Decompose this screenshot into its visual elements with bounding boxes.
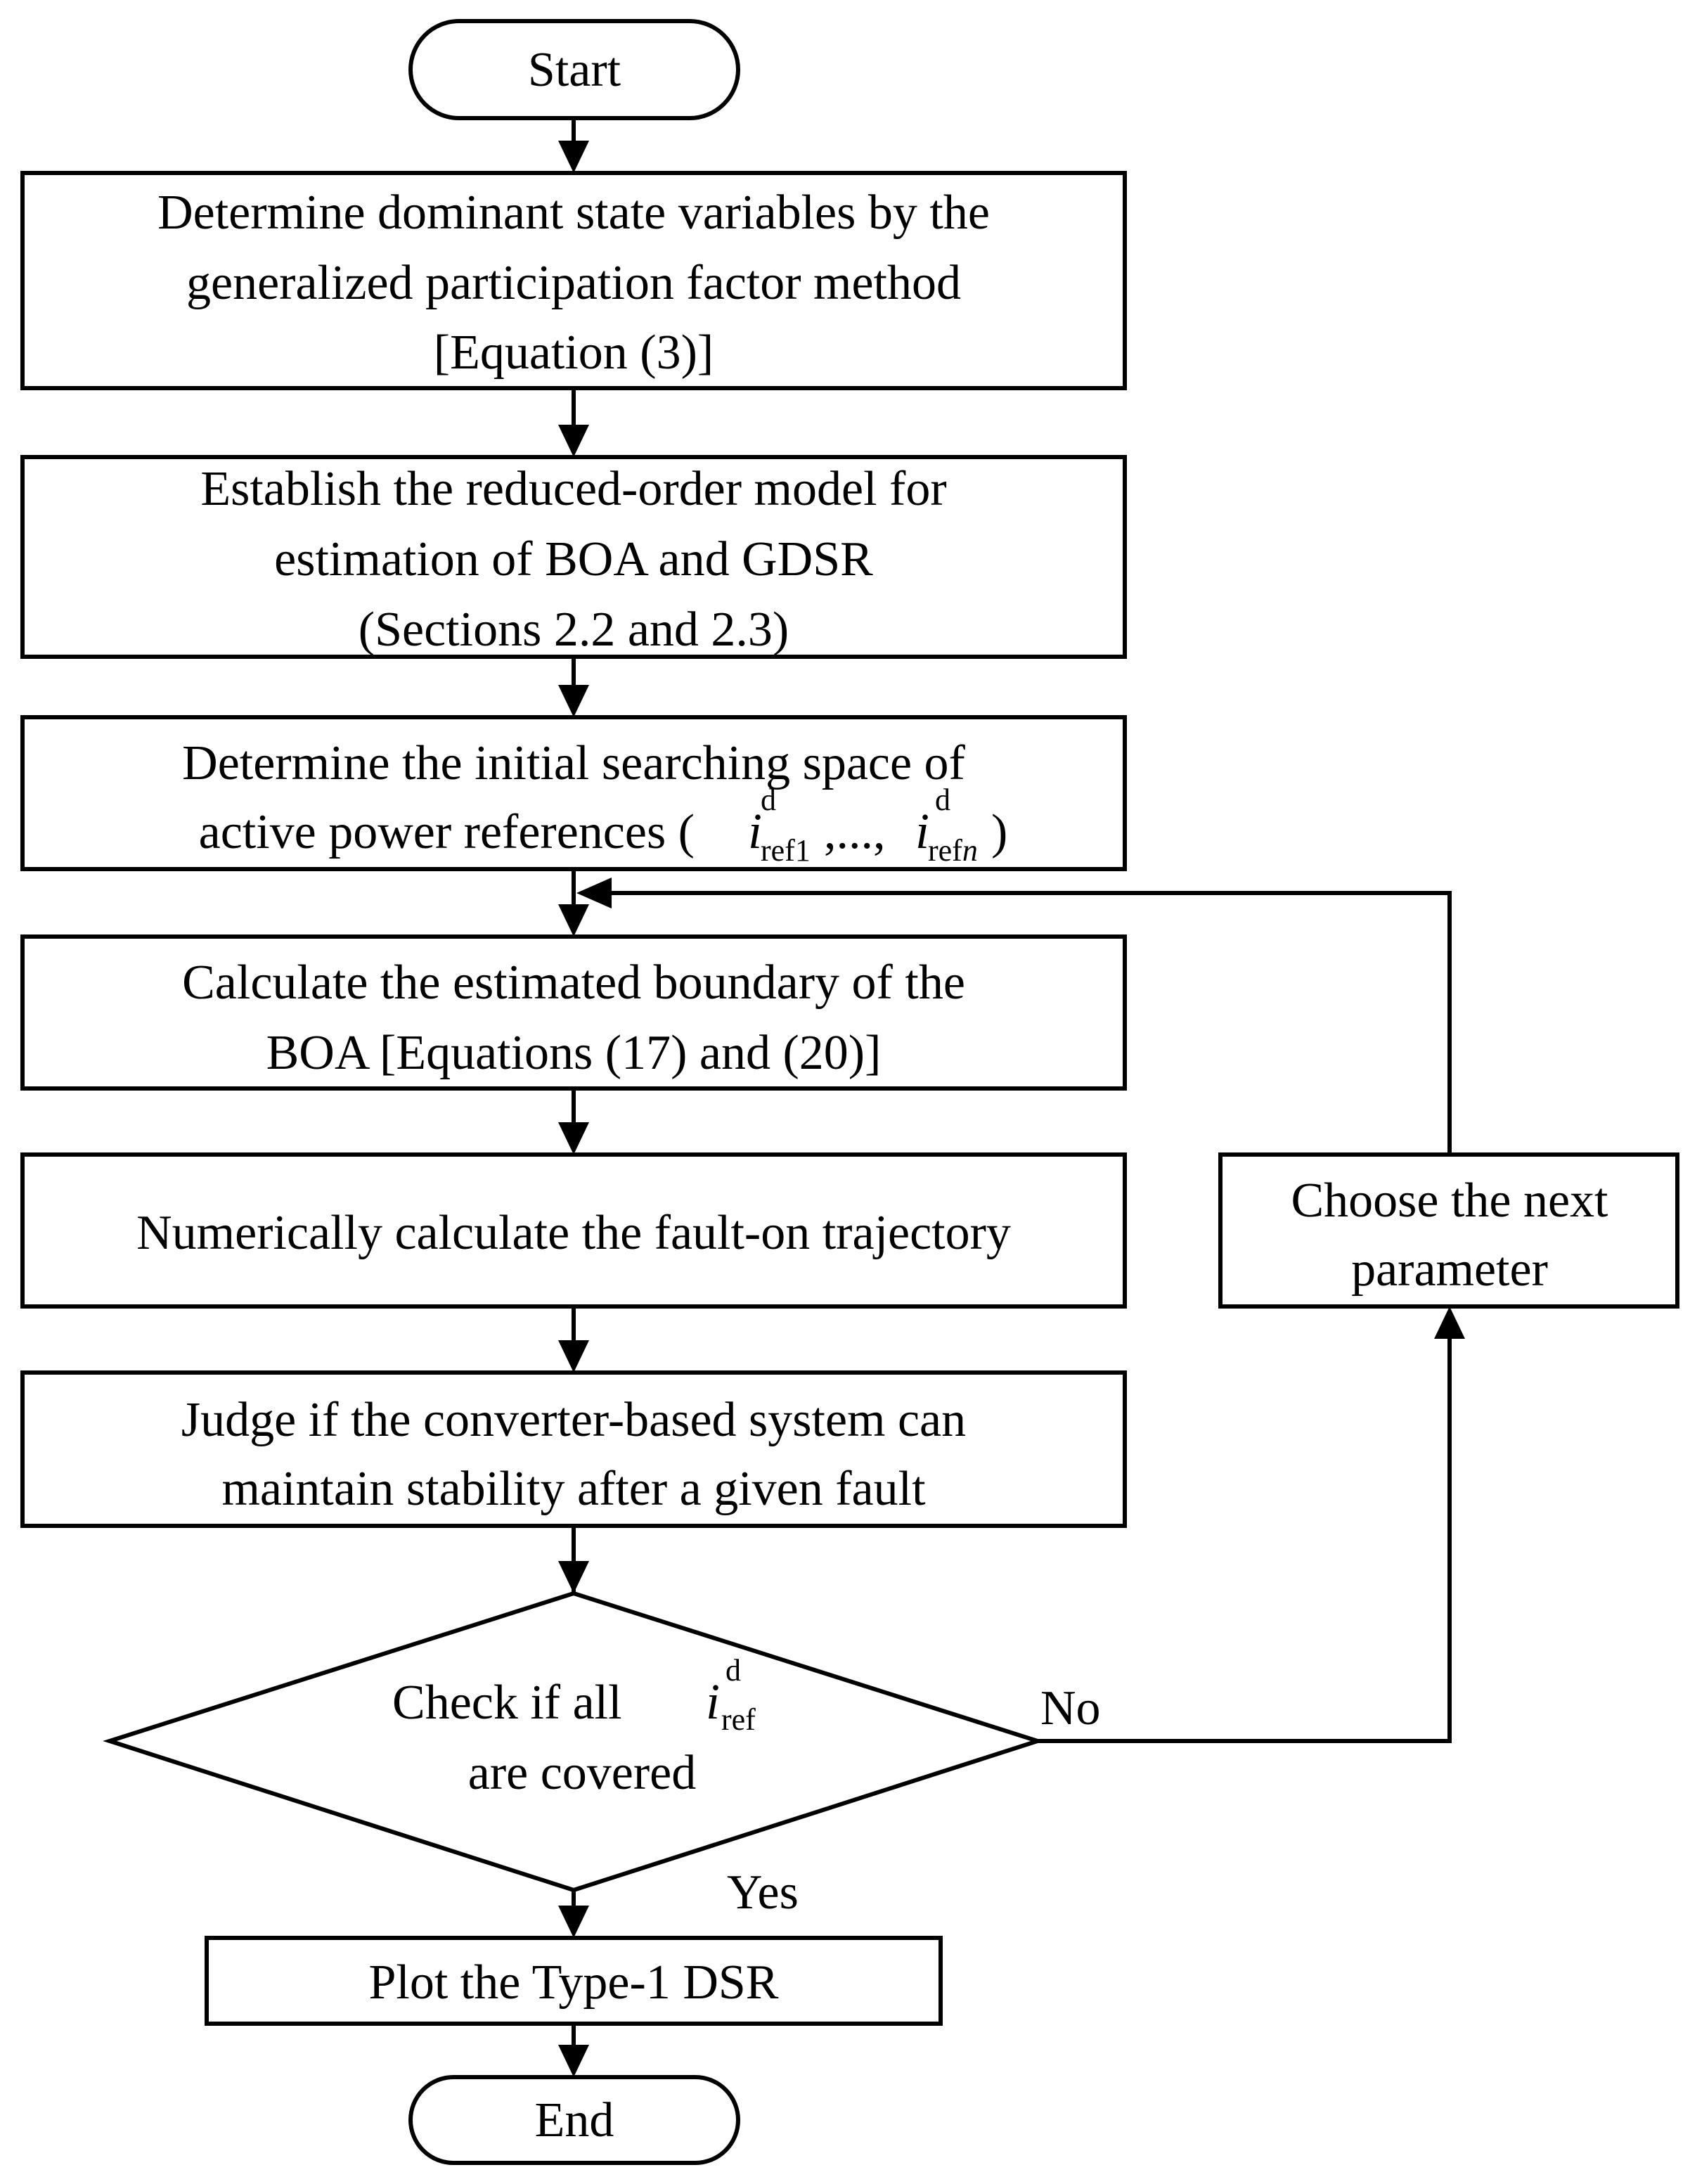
connector-side-loop xyxy=(605,891,1452,1155)
step3-sym2-sup: d xyxy=(935,783,950,817)
decision-diamond xyxy=(103,1591,1045,1893)
arrowhead-step4 xyxy=(558,904,589,937)
decision-line1-prefix: Check if all xyxy=(392,1676,622,1730)
arrowhead-step1 xyxy=(558,141,589,173)
step3-line2-prefix: active power references ( xyxy=(199,805,695,859)
decision-line-2: are covered xyxy=(468,1746,696,1800)
start-label: Start xyxy=(528,43,621,97)
decision-sym-sub: ref xyxy=(721,1702,756,1737)
step6-line-1: Judge if the converter-based system can xyxy=(181,1393,966,1447)
step3-sym2-base: i xyxy=(915,803,929,859)
step3-sep: ,..., xyxy=(824,805,886,859)
step3-line-1: Determine the initial searching space of xyxy=(182,736,965,790)
step3-sym1-sup: d xyxy=(761,783,776,817)
step2-line-2: estimation of BOA and GDSR xyxy=(274,532,873,586)
decision-label: Check if all i d ref are covered xyxy=(392,1653,756,1800)
decision-sym-sup: d xyxy=(725,1653,741,1688)
step3-line-2: active power references ( i d ref1 ,...,… xyxy=(199,783,1008,868)
step3-sym1-sub: ref1 xyxy=(761,833,811,868)
step7-label: Plot the Type-1 DSR xyxy=(368,1955,778,2010)
step3-sym2-sub: refn xyxy=(928,833,978,868)
side-line-1: Choose the next xyxy=(1291,1174,1608,1228)
end-label: End xyxy=(535,2093,614,2147)
step6-line-2: maintain stability after a given fault xyxy=(221,1462,926,1516)
arrowhead-step7 xyxy=(558,1906,589,1938)
step1-line-3: [Equation (3)] xyxy=(434,326,714,380)
step2-line-1: Establish the reduced-order model for xyxy=(200,462,946,516)
side-line-2: parameter xyxy=(1351,1242,1548,1297)
step5-line-1: Numerically calculate the fault-on traje… xyxy=(136,1206,1011,1260)
arrowhead-side xyxy=(1434,1306,1465,1339)
end-terminator xyxy=(408,2075,740,2165)
edge-label-yes: Yes xyxy=(727,1865,799,1920)
arrowhead-loop xyxy=(576,878,612,908)
step4-line-2: BOA [Equations (17) and (20)] xyxy=(266,1026,882,1080)
step2-line-3: (Sections 2.2 and 2.3) xyxy=(359,603,789,657)
step3-sym1-base: i xyxy=(748,803,762,859)
step3-line2-suffix: ) xyxy=(991,805,1007,859)
step1-line-1: Determine dominant state variables by th… xyxy=(157,186,990,240)
arrowhead-step2 xyxy=(558,425,589,457)
connector-decision-side xyxy=(1038,1332,1452,1743)
arrowhead-step3 xyxy=(558,685,589,717)
arrowhead-end xyxy=(558,2045,589,2077)
decision-sym-base: i xyxy=(706,1674,720,1730)
arrowhead-step6 xyxy=(558,1340,589,1373)
arrowhead-decision xyxy=(558,1561,589,1593)
arrowhead-step5 xyxy=(558,1122,589,1155)
edge-label-no: No xyxy=(1040,1681,1101,1735)
step4-line-1: Calculate the estimated boundary of the xyxy=(182,956,965,1010)
step1-line-2: generalized participation factor method xyxy=(186,256,961,310)
